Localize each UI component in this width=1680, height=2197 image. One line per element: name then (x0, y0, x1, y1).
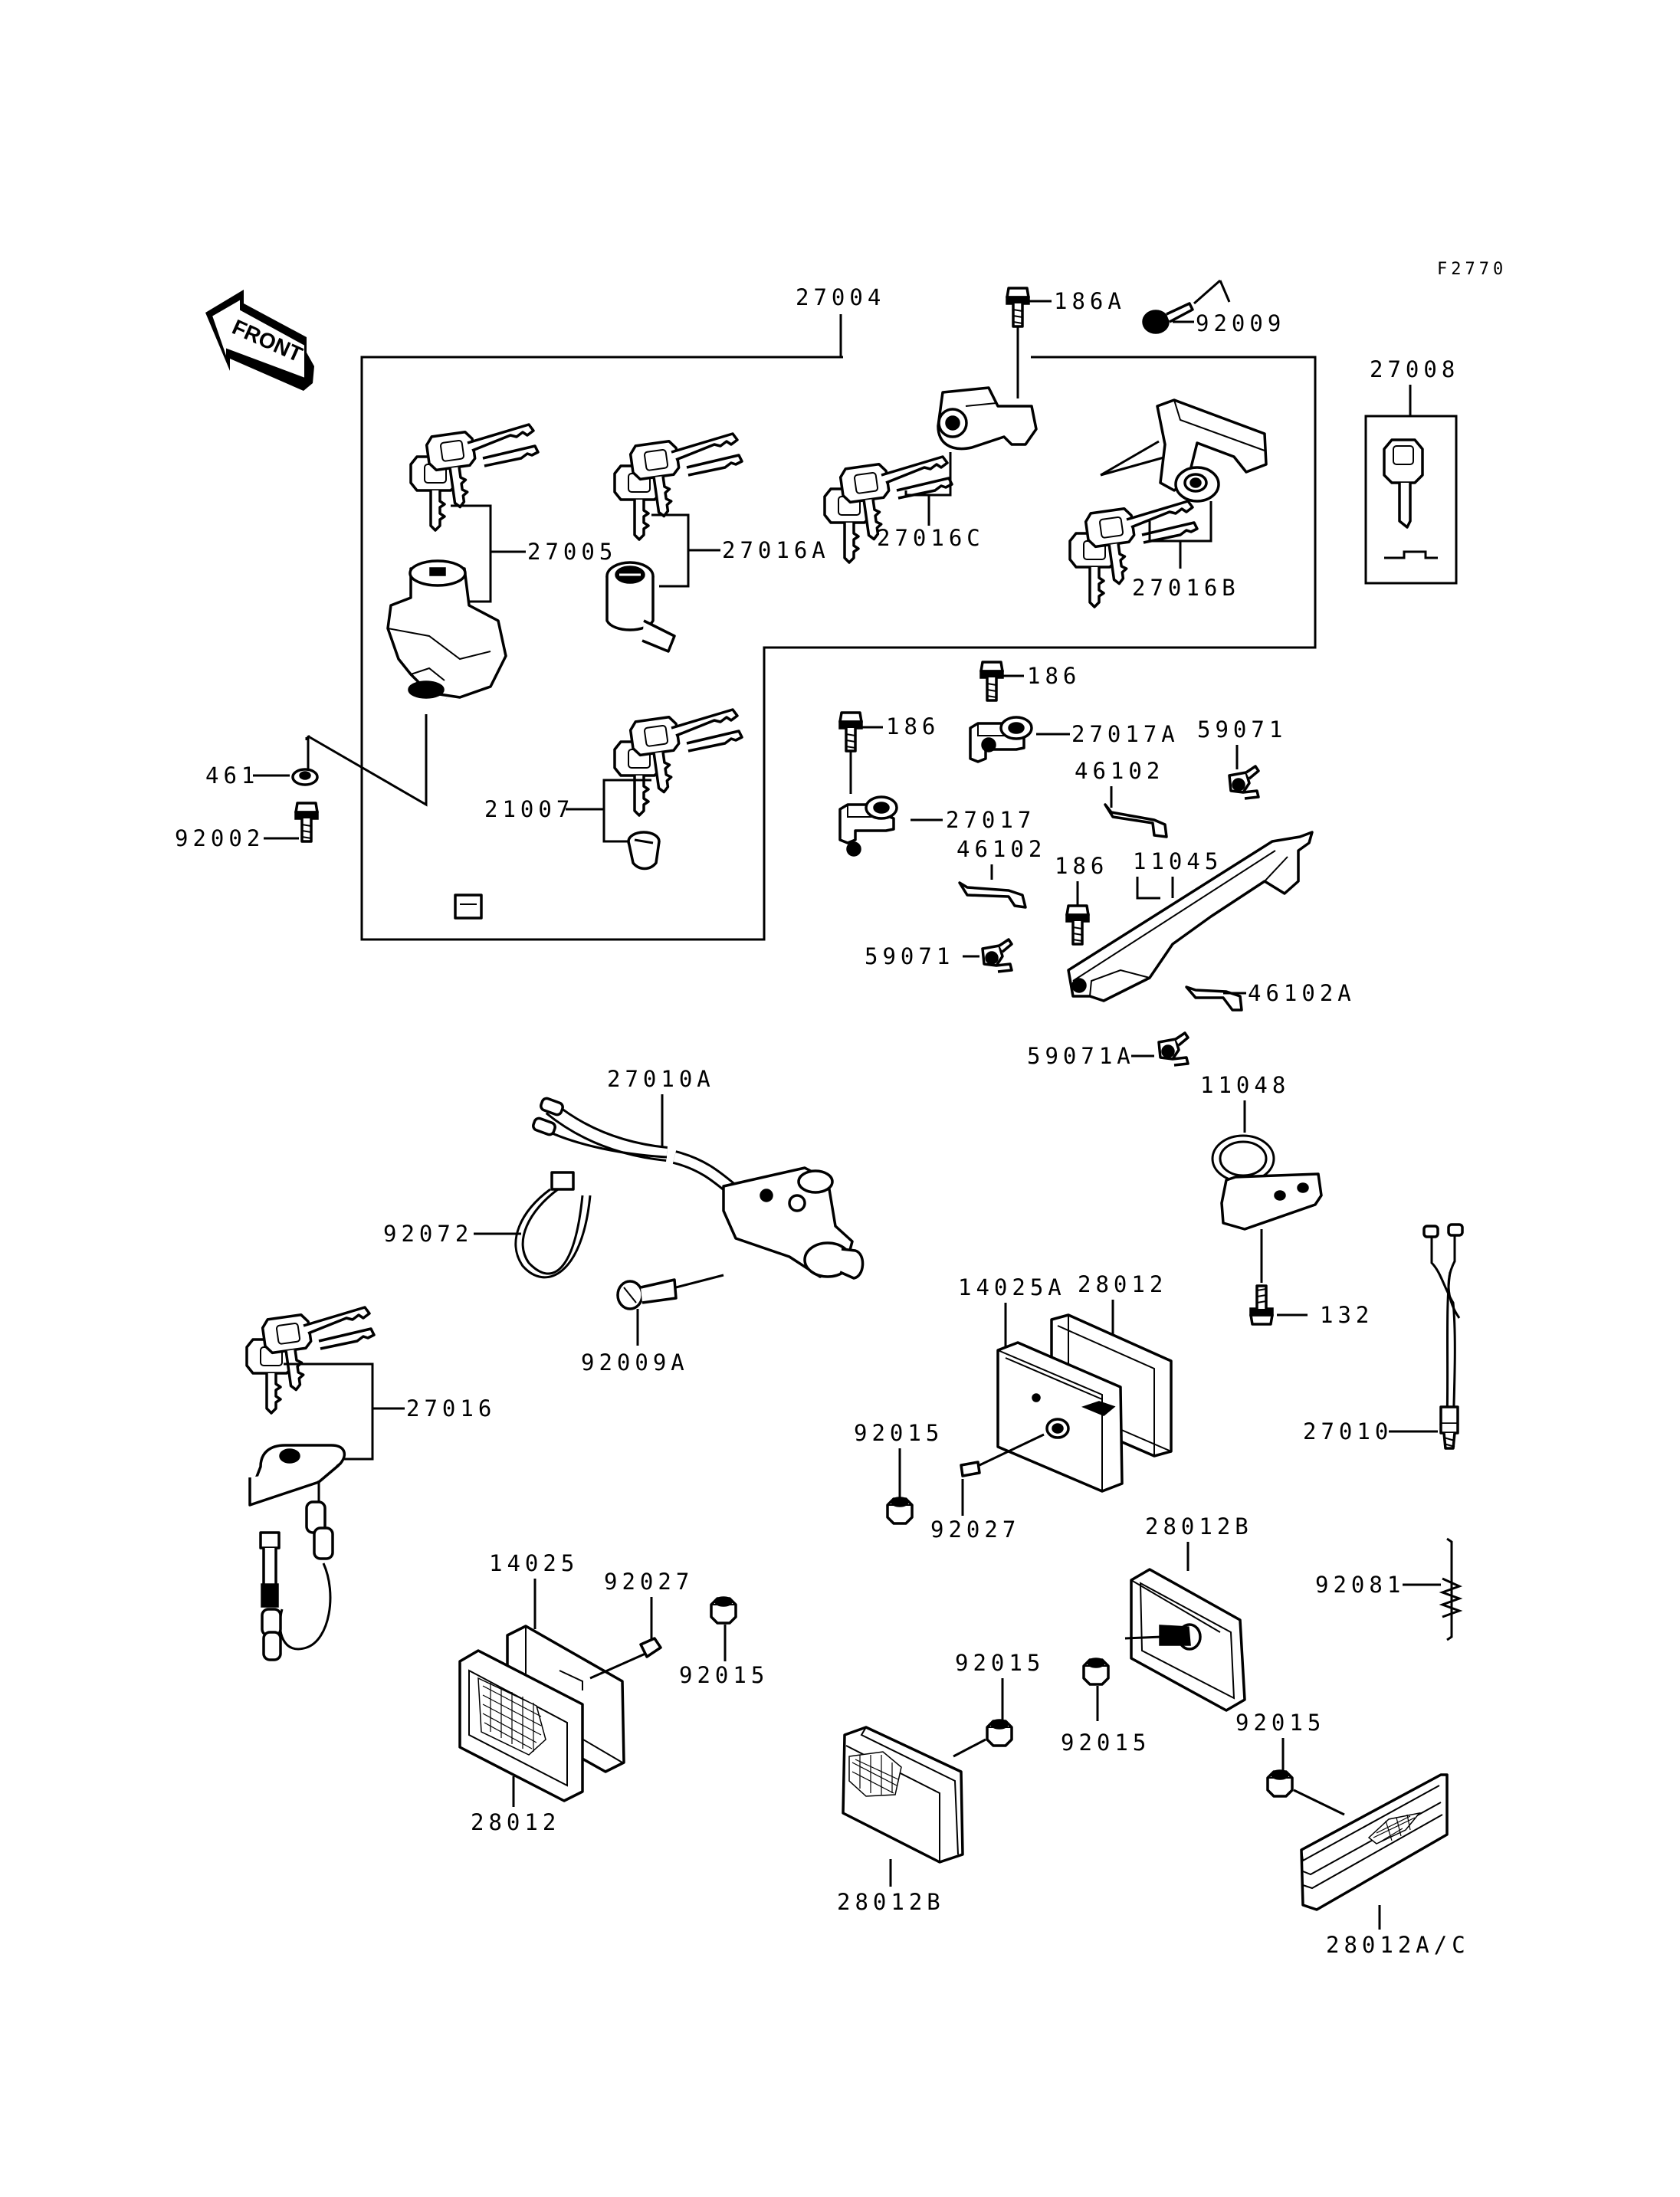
bolt-186A-part (1006, 287, 1052, 398)
nut-92015-upper (886, 1497, 914, 1525)
clamp-46102-upper (1104, 803, 1168, 838)
label-11045: 11045 (1133, 848, 1222, 874)
label-27016B: 27016B (1132, 575, 1240, 601)
label-186-c: 186 (1055, 853, 1108, 879)
figure-id: F2770 (1437, 260, 1507, 279)
label-28012-a: 28012 (1078, 1271, 1167, 1297)
clamp-46102-lower (958, 881, 1027, 909)
label-27005: 27005 (527, 539, 617, 565)
reflector-28012-lower (458, 1649, 584, 1802)
label-28012B-a: 28012B (1145, 1513, 1253, 1540)
keys-27016 (247, 1307, 374, 1413)
reflector-28012AC (1300, 1773, 1449, 1911)
nut-92015-bottom (986, 1719, 1013, 1747)
label-27016C: 27016C (877, 525, 985, 551)
nut-92027-upper (960, 1418, 1070, 1477)
label-27016A: 27016A (722, 537, 830, 563)
label-92081: 92081 (1315, 1572, 1405, 1598)
label-28012-b: 28012 (471, 1809, 560, 1835)
bolt-92002-part (294, 802, 319, 843)
label-92015-b: 92015 (1061, 1730, 1150, 1756)
bolt-186-lower (1065, 904, 1090, 946)
front-arrow: FRONT (205, 290, 314, 391)
bracket-11048 (1211, 1134, 1323, 1231)
label-186A: 186A (1054, 288, 1126, 314)
seat-lock-27016B (1156, 398, 1268, 503)
label-92009: 92009 (1196, 310, 1285, 336)
switch-27010 (1422, 1223, 1464, 1450)
nut-92015-mid (1082, 1658, 1110, 1686)
label-59071-b: 59071 (865, 943, 954, 969)
screw-92009A-part (616, 1274, 724, 1310)
label-46102A: 46102A (1248, 980, 1356, 1006)
label-59071A: 59071A (1027, 1043, 1135, 1069)
spring-92081 (1439, 1537, 1463, 1641)
label-92015-c: 92015 (679, 1662, 769, 1688)
label-92027-a: 92027 (930, 1517, 1020, 1543)
label-27008: 27008 (1370, 356, 1459, 382)
reflector-28012B-lower (842, 1726, 964, 1864)
label-28012B-b: 28012B (837, 1889, 945, 1915)
label-461: 461 (205, 762, 259, 789)
bolt-132-part (1249, 1284, 1274, 1326)
label-92015-d: 92015 (955, 1650, 1045, 1676)
label-27010: 27010 (1303, 1418, 1393, 1444)
label-92072: 92072 (383, 1221, 473, 1247)
key-card-27008 (1364, 415, 1458, 585)
assembly-frame-27004 (360, 356, 1317, 941)
reflector-28012B-upper (1124, 1568, 1246, 1712)
clamp-46102A (1185, 985, 1243, 1012)
helmet-lock-27016 (248, 1444, 346, 1661)
lock-27016C (937, 386, 1038, 451)
label-92002: 92002 (175, 825, 264, 851)
keys-27005 (411, 425, 538, 530)
label-21007: 21007 (484, 796, 574, 822)
bolt-186-upper (979, 661, 1004, 702)
keys-27016A (615, 434, 742, 539)
label-186-b: 186 (886, 713, 940, 739)
label-27016: 27016 (406, 1395, 496, 1421)
bracket-11045 (1067, 831, 1314, 1002)
label-92027-b: 92027 (604, 1569, 694, 1595)
reflector-base-14025A (996, 1341, 1124, 1493)
ignition-switch (386, 559, 507, 920)
label-92015-e: 92015 (1235, 1710, 1325, 1736)
lock-27016A (605, 561, 676, 653)
nut-92015-right (1266, 1769, 1294, 1798)
label-59071-a: 59071 (1197, 716, 1287, 743)
label-27017A: 27017A (1071, 721, 1180, 747)
screw-92009-part (1142, 279, 1231, 334)
keys-21007 (615, 710, 742, 815)
label-92009A: 92009A (581, 1349, 689, 1376)
label-27010A: 27010A (607, 1066, 715, 1092)
label-28012AC: 28012A/C (1326, 1932, 1470, 1958)
switch-holder-27017A (969, 716, 1033, 763)
clip-59071-upper (1228, 765, 1260, 800)
switch-holder-27017 (838, 795, 898, 857)
label-46102-a: 46102 (1075, 758, 1164, 784)
clip-59071-lower (981, 938, 1013, 973)
lock-21007 (627, 831, 661, 871)
label-14025A: 14025A (958, 1274, 1066, 1300)
label-46102-b: 46102 (956, 836, 1046, 862)
washer-461-part (291, 736, 319, 786)
label-27017: 27017 (946, 807, 1035, 833)
label-92015-a: 92015 (854, 1420, 943, 1446)
clip-59071A (1157, 1031, 1189, 1067)
label-27004: 27004 (796, 284, 885, 310)
bolt-186-mid (838, 711, 863, 753)
label-11048: 11048 (1200, 1072, 1290, 1098)
cable-tie-92072 (514, 1171, 592, 1279)
switch-27010A (532, 1097, 865, 1280)
nut-92015-left (710, 1596, 737, 1625)
label-132: 132 (1320, 1302, 1373, 1328)
label-186-a: 186 (1027, 663, 1081, 689)
label-14025: 14025 (489, 1550, 579, 1576)
